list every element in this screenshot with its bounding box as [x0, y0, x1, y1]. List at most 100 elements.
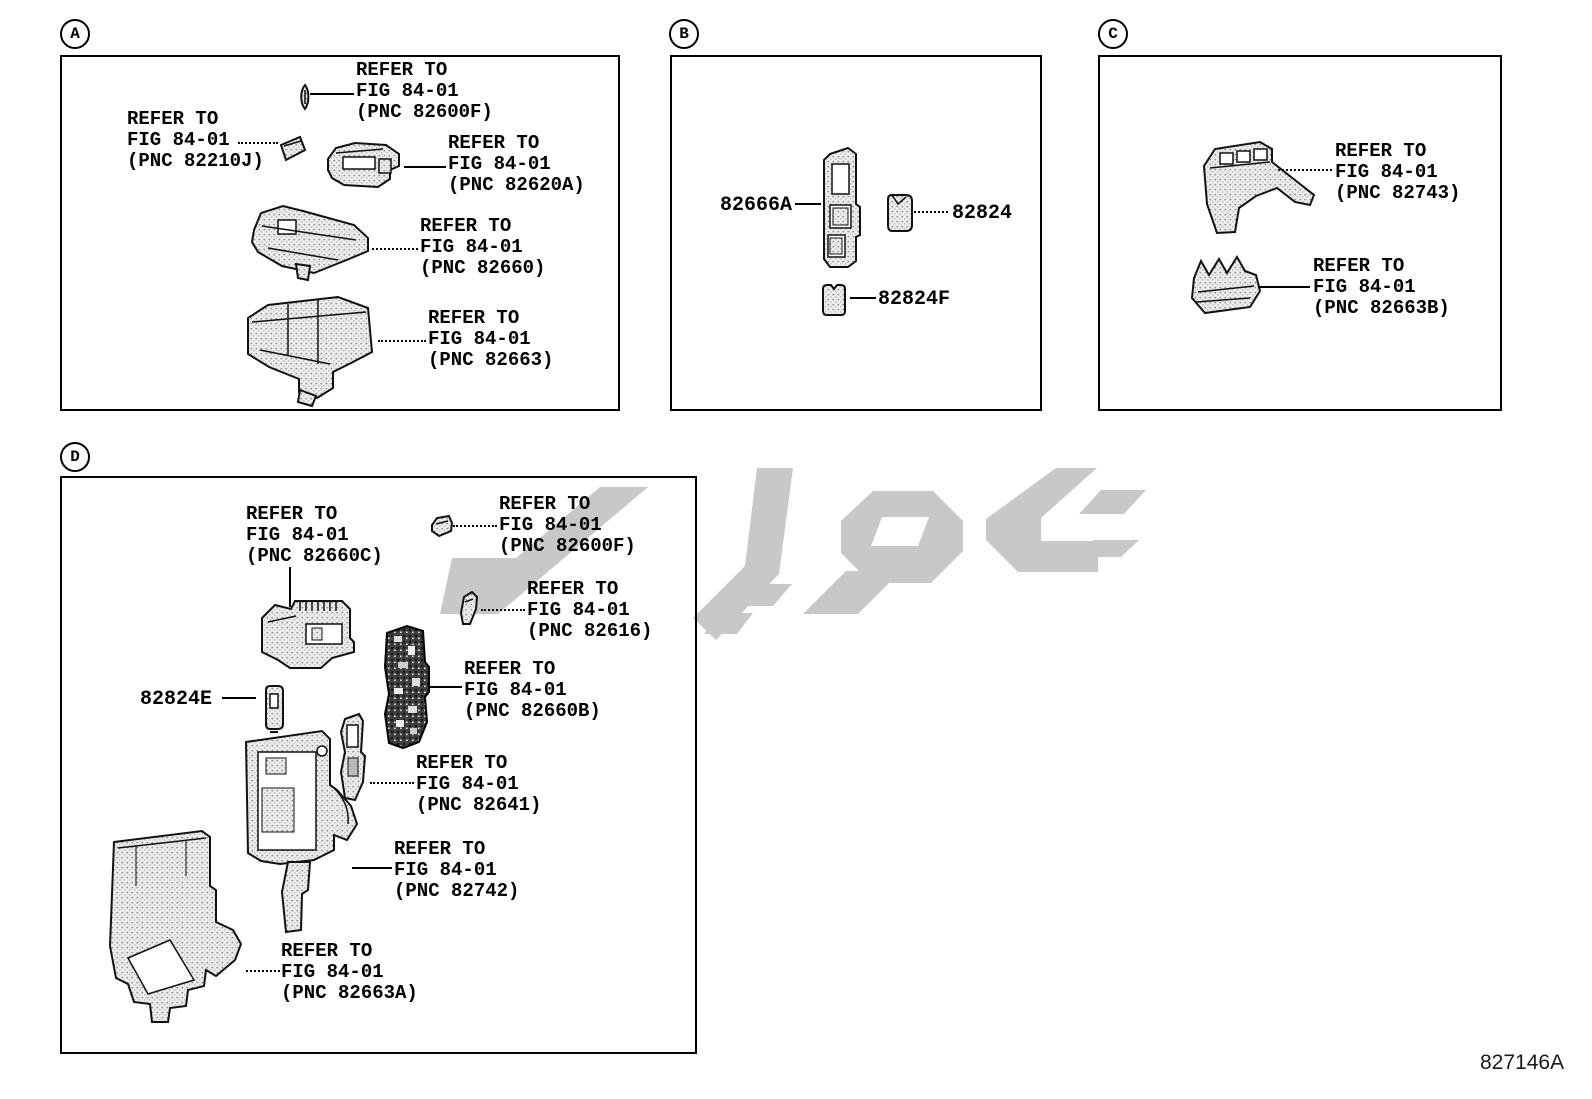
- part-clip-82663b: [1190, 255, 1262, 315]
- panel-a-frame: [60, 55, 620, 411]
- ref-line: (PNC 82660B): [464, 700, 601, 722]
- ref-label-82742: REFER TO FIG 84-01 (PNC 82742): [394, 839, 519, 902]
- ref-line: REFER TO: [127, 108, 219, 130]
- ref-label-82660: REFER TO FIG 84-01 (PNC 82660): [420, 216, 545, 279]
- leader-82210j: [238, 142, 278, 144]
- ref-line: REFER TO: [428, 307, 520, 329]
- ref-line: FIG 84-01: [1313, 276, 1416, 298]
- part-grommet-82824f: [822, 284, 846, 316]
- leader-82641: [370, 782, 414, 784]
- ref-line: (PNC 82620A): [448, 174, 585, 196]
- panel-d-frame: [60, 476, 697, 1054]
- panel-d-letter: D: [70, 448, 80, 466]
- ref-label-82620a: REFER TO FIG 84-01 (PNC 82620A): [448, 133, 585, 196]
- part-bracket-82663: [247, 295, 374, 408]
- leader-82824f: [850, 297, 876, 299]
- ref-line: (PNC 82742): [394, 880, 520, 902]
- ref-line: FIG 84-01: [246, 524, 349, 546]
- ref-label-82743: REFER TO FIG 84-01 (PNC 82743): [1335, 141, 1460, 204]
- leader-82824e: [222, 697, 256, 699]
- ref-line: FIG 84-01: [416, 773, 519, 795]
- ref-line: REFER TO: [281, 940, 373, 962]
- ref-line: FIG 84-01: [394, 859, 497, 881]
- ref-line: FIG 84-01: [127, 129, 230, 151]
- part-number-82666a: 82666A: [720, 194, 793, 217]
- ref-line: REFER TO: [416, 752, 508, 774]
- ref-label-82600f-d: REFER TO FIG 84-01 (PNC 82600F): [499, 494, 636, 557]
- part-bracket-82663a: [108, 829, 243, 1023]
- document-number: 827146A: [1480, 1051, 1565, 1074]
- ref-line: REFER TO: [527, 578, 619, 600]
- ref-line: (PNC 82600F): [499, 535, 636, 557]
- ref-line: FIG 84-01: [356, 80, 459, 102]
- ref-line: (PNC 82641): [416, 794, 542, 816]
- ref-label-82660c: REFER TO FIG 84-01 (PNC 82660C): [246, 504, 383, 567]
- ref-line: (PNC 82660): [420, 257, 546, 279]
- panel-b-letter: B: [679, 25, 689, 43]
- ref-line: FIG 84-01: [428, 328, 531, 350]
- panel-a-badge: A: [60, 19, 90, 49]
- leader-82660: [372, 248, 418, 250]
- ref-line: REFER TO: [464, 658, 556, 680]
- ref-line: FIG 84-01: [448, 153, 551, 175]
- part-number-82824f: 82824F: [878, 288, 951, 311]
- part-bracket-82660: [250, 204, 369, 282]
- part-fusebox-82660c: [261, 600, 355, 669]
- panel-b-frame: [670, 55, 1042, 411]
- part-clip-82600f-a: [300, 83, 310, 111]
- ref-label-82663a: REFER TO FIG 84-01 (PNC 82663A): [281, 941, 418, 1004]
- ref-line: FIG 84-01: [281, 961, 384, 983]
- ref-label-82210j: REFER TO FIG 84-01 (PNC 82210J): [127, 109, 264, 172]
- ref-line: (PNC 82660C): [246, 545, 383, 567]
- panel-b-badge: B: [669, 19, 699, 49]
- ref-line: REFER TO: [448, 132, 540, 154]
- leader-82743: [1278, 169, 1332, 171]
- leader-82600f-d: [453, 525, 497, 527]
- ref-line: REFER TO: [356, 59, 448, 81]
- ref-line: (PNC 82663A): [281, 982, 418, 1004]
- ref-label-82660b: REFER TO FIG 84-01 (PNC 82660B): [464, 659, 601, 722]
- ref-line: (PNC 82663B): [1313, 297, 1450, 319]
- part-clip-82616: [459, 590, 479, 625]
- ref-label-82616: REFER TO FIG 84-01 (PNC 82616): [527, 579, 652, 642]
- panel-c-letter: C: [1108, 25, 1118, 43]
- ref-line: REFER TO: [394, 838, 486, 860]
- ref-line: FIG 84-01: [420, 236, 523, 258]
- part-clip-82210j: [279, 135, 307, 162]
- leader-82666a: [795, 203, 821, 205]
- ref-line: REFER TO: [499, 493, 591, 515]
- ref-line: (PNC 82743): [1335, 182, 1461, 204]
- panel-c-badge: C: [1098, 19, 1128, 49]
- part-grommet-82824e: [265, 685, 284, 733]
- part-circuit-82660b: [383, 624, 430, 750]
- ref-line: REFER TO: [420, 215, 512, 237]
- ref-line: REFER TO: [1313, 255, 1405, 277]
- ref-line: (PNC 82616): [527, 620, 653, 642]
- ref-line: REFER TO: [246, 503, 338, 525]
- leader-82660b: [429, 686, 462, 688]
- ref-label-82663b: REFER TO FIG 84-01 (PNC 82663B): [1313, 256, 1450, 319]
- ref-line: FIG 84-01: [499, 514, 602, 536]
- ref-line: FIG 84-01: [527, 599, 630, 621]
- part-clip-82600f-d: [431, 514, 454, 538]
- ref-line: REFER TO: [1335, 140, 1427, 162]
- leader-82663a: [246, 970, 280, 972]
- part-bracket-82743: [1202, 140, 1316, 235]
- part-number-82824: 82824: [952, 202, 1013, 225]
- leader-82824: [914, 211, 948, 213]
- leader-82660c: [289, 567, 291, 607]
- leader-82663b: [1258, 286, 1310, 288]
- leader-82663: [378, 340, 426, 342]
- panel-a-letter: A: [70, 25, 80, 43]
- part-grommet-82824: [887, 194, 913, 232]
- part-relaybox-82742: [244, 729, 359, 934]
- panel-c-frame: [1098, 55, 1502, 411]
- ref-line: FIG 84-01: [1335, 161, 1438, 183]
- leader-82616: [481, 609, 525, 611]
- part-connector-82666a: [823, 146, 861, 268]
- ref-line: (PNC 82600F): [356, 101, 493, 123]
- leader-82620a: [404, 166, 446, 168]
- ref-line: (PNC 82210J): [127, 150, 264, 172]
